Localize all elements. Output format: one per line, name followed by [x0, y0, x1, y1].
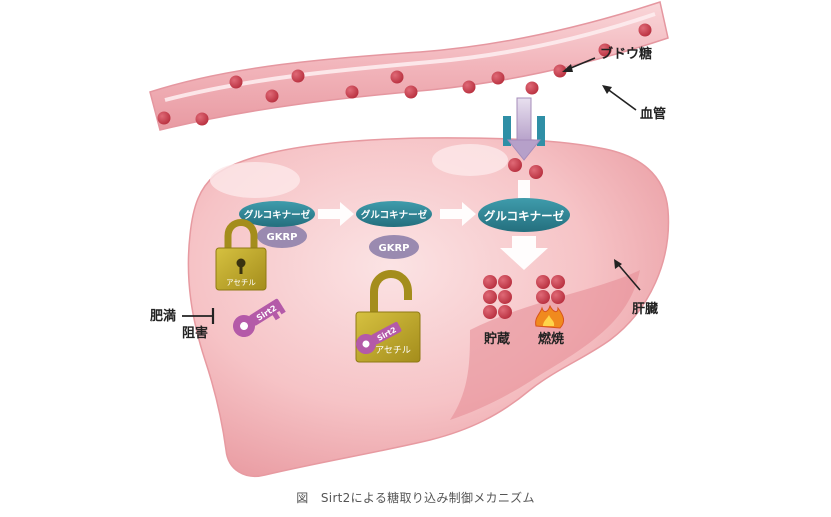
- combustion-label: 燃焼: [538, 331, 564, 347]
- acetyl-lock-closed: アセチル: [215, 219, 267, 291]
- vessel-pointer-line: [605, 87, 637, 111]
- gkrp-oval-2: [369, 235, 419, 259]
- figure-caption: 図 Sirt2による糖取り込み制御メカニズム: [0, 489, 831, 506]
- glucose-dot: [157, 111, 171, 125]
- glucokinase-label-2: グルコキナーゼ: [361, 209, 428, 221]
- glucose-dot: [483, 290, 497, 304]
- liver-label: 肝臓: [632, 301, 658, 317]
- glucose-dot: [345, 85, 359, 99]
- uptake-arrow-shaft: [516, 97, 532, 143]
- glucose-dot: [529, 165, 543, 179]
- glucose-dot: [498, 290, 512, 304]
- key-tooth: [272, 311, 281, 321]
- glucose-transporter: [503, 97, 545, 161]
- blood-vessel-tube: [149, 1, 669, 131]
- storage-cluster: 貯蔵: [483, 275, 512, 347]
- uptake-arrow-head: [506, 139, 542, 161]
- obesity-label: 肥満: [150, 308, 176, 324]
- gkrp-oval-1: [257, 224, 307, 248]
- blood-vessel: [149, 1, 669, 131]
- gkrp-label-1: GKRP: [267, 232, 298, 243]
- liver: [187, 137, 670, 477]
- flow-arrow-2: [440, 202, 476, 226]
- glucose-dot: [291, 69, 305, 83]
- blood-vessel-highlight: [164, 12, 656, 102]
- glucose-dot: [638, 23, 652, 37]
- glucose-dot: [491, 71, 505, 85]
- flow-arrow-down-bottom: [500, 236, 548, 270]
- liver-pointer-line: [616, 262, 641, 291]
- glucose-dot: [551, 275, 565, 289]
- glucose-dot: [536, 275, 550, 289]
- lock-label-2: アセチル: [375, 345, 411, 356]
- lock-label-1: アセチル: [226, 278, 256, 287]
- glucose-dot: [195, 112, 209, 126]
- glucose-dot: [551, 290, 565, 304]
- flow-arrows: [318, 180, 548, 270]
- transporter-right-bar: [537, 116, 545, 146]
- glucokinase-oval-2: [356, 201, 432, 227]
- glucose-dot: [508, 158, 522, 172]
- key-tooth: [278, 307, 286, 315]
- glucose-dot: [553, 64, 567, 78]
- glucose-dot: [536, 290, 550, 304]
- glucose-dot: [390, 70, 404, 84]
- liver-callout: 肝臓: [614, 259, 658, 317]
- obesity-inhibition: 肥満 阻害: [150, 308, 215, 341]
- vessel-pointer-arrowhead: [602, 85, 612, 94]
- key-blade: [371, 322, 402, 345]
- glucokinase-free: グルコキナーゼ: [478, 198, 570, 232]
- keyhole-slot: [239, 265, 243, 274]
- storage-label: 貯蔵: [484, 331, 510, 347]
- glucose-dot: [229, 75, 243, 89]
- glucose-label: ブドウ糖: [600, 46, 652, 62]
- glucokinase-oval-3: [478, 198, 570, 232]
- glucose-dot: [498, 305, 512, 319]
- liver-highlight-left: [210, 162, 300, 198]
- glucose-dot: [598, 43, 612, 57]
- key-bow-hole: [362, 340, 370, 348]
- liver-lower-shade: [450, 270, 640, 420]
- lock-shackle-open: [370, 270, 412, 312]
- liver-pointer-arrowhead: [614, 259, 622, 269]
- keyhole-icon: [236, 258, 246, 268]
- glucose-dot: [525, 81, 539, 95]
- vessel-glucose-particles: [157, 23, 652, 126]
- lock-shackle: [224, 219, 258, 252]
- liver-highlight-right: [432, 144, 508, 176]
- transporter-left-bar: [503, 116, 511, 146]
- glucokinase-label-3: グルコキナーゼ: [484, 209, 565, 223]
- glucokinase-label-1: グルコキナーゼ: [244, 209, 311, 221]
- glucose-dot: [483, 275, 497, 289]
- figure-caption-text: Sirt2による糖取り込み制御メカニズム: [320, 491, 535, 505]
- glucose-dot: [498, 275, 512, 289]
- glucose-callout: ブドウ糖: [562, 46, 652, 72]
- combustion-cluster: 燃焼: [535, 275, 565, 347]
- flow-arrow-down-top: [518, 180, 530, 198]
- flame-core: [543, 315, 555, 326]
- glucose-dot: [462, 80, 476, 94]
- complex-2: グルコキナーゼ GKRP: [356, 201, 432, 259]
- inhibition-label: 阻害: [182, 325, 208, 341]
- entering-glucose: [508, 158, 543, 179]
- glucose-dot: [265, 89, 279, 103]
- blood-vessel-label: 血管: [640, 106, 666, 122]
- gkrp-label-2: GKRP: [379, 243, 410, 254]
- key-bow-hole: [240, 322, 248, 330]
- flow-arrow-1: [318, 202, 354, 226]
- key-blade: [249, 298, 283, 326]
- figure-label: 図: [296, 491, 309, 505]
- glucokinase-oval-1: [239, 201, 315, 227]
- glucose-pointer-arrowhead: [562, 64, 573, 72]
- glucose-dot: [404, 85, 418, 99]
- blood-vessel-callout: 血管: [602, 85, 666, 122]
- glucose-dot: [483, 305, 497, 319]
- complex-1: GKRP グルコキナーゼ: [239, 201, 315, 248]
